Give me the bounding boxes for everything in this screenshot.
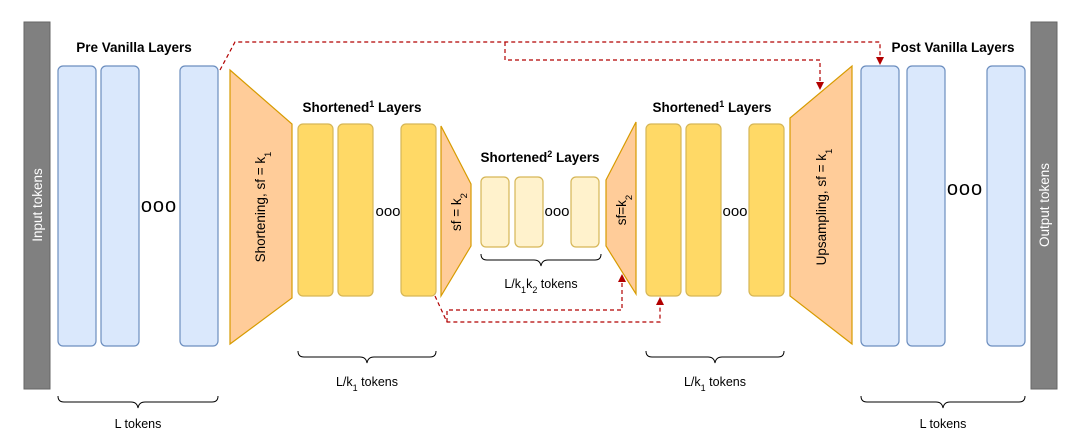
skip-connection-inner-branch	[446, 274, 626, 322]
shortening-label: Shortening, sf = k1	[253, 152, 274, 263]
pre-vanilla-ellipsis: ooo	[141, 195, 177, 217]
post-vanilla-ellipsis: ooo	[947, 178, 983, 200]
shortening-block	[229, 68, 293, 346]
shortened1-right-title: Shortened1 Layers	[652, 99, 771, 115]
shortened2-layer	[514, 176, 544, 248]
skip-connection-inner	[434, 295, 664, 323]
input-tokens-bar	[23, 21, 51, 390]
skip-connection-outer-branch	[504, 42, 824, 90]
shortened1-left-layer	[297, 123, 334, 297]
shortened1-right-layer	[645, 123, 682, 297]
post-vanilla-layer	[986, 65, 1026, 347]
shortened2-ellipsis: ooo	[544, 203, 569, 220]
pre-vanilla-tokens: L tokens	[115, 417, 162, 431]
shortened1-left-brace	[297, 350, 437, 364]
shortened1-left-tokens: L/k1 tokens	[336, 375, 398, 393]
post-vanilla-layer	[860, 65, 900, 347]
output-tokens-label: Output tokens	[1037, 163, 1052, 247]
shortened1-right-layer	[685, 123, 722, 297]
pre-vanilla-title: Pre Vanilla Layers	[76, 40, 192, 55]
shortened2-title: Shortened2 Layers	[480, 149, 599, 165]
sf-k2-left-block	[440, 125, 472, 299]
sf-k2-left-label: sf = k2	[449, 193, 470, 231]
shortened2-tokens: L/k1k2 tokens	[504, 277, 577, 295]
shortened2-layer	[480, 176, 510, 248]
shortened1-right-tokens: L/k1 tokens	[684, 375, 746, 393]
shortened1-left-title: Shortened1 Layers	[302, 99, 421, 115]
pre-vanilla-layer	[179, 65, 219, 347]
input-tokens-label: Input tokens	[30, 168, 45, 242]
shortened1-left-ellipsis: ooo	[375, 203, 400, 220]
shortened2-layer	[570, 176, 600, 248]
skip-connection-outer	[219, 41, 884, 71]
shortened2-brace	[480, 253, 602, 267]
post-vanilla-tokens: L tokens	[920, 417, 967, 431]
shortened1-left-layer	[337, 123, 374, 297]
shortened1-right-brace	[645, 350, 785, 364]
upsampling-block	[789, 64, 853, 346]
shortened1-right-layer	[748, 123, 785, 297]
post-vanilla-layer	[906, 65, 946, 347]
shortened1-left-layer	[400, 123, 437, 297]
pre-vanilla-layer	[100, 65, 140, 347]
sf-k2-right-label: sf=k2	[614, 195, 635, 225]
output-tokens-bar	[1030, 21, 1058, 390]
post-vanilla-brace	[860, 395, 1026, 409]
pre-vanilla-layer	[57, 65, 97, 347]
pre-vanilla-brace	[57, 395, 219, 409]
shortened1-right-ellipsis: ooo	[722, 203, 747, 220]
post-vanilla-title: Post Vanilla Layers	[891, 40, 1014, 55]
upsampling-label: Upsampling, sf = k1	[814, 149, 835, 266]
sf-k2-right-block	[605, 121, 637, 297]
